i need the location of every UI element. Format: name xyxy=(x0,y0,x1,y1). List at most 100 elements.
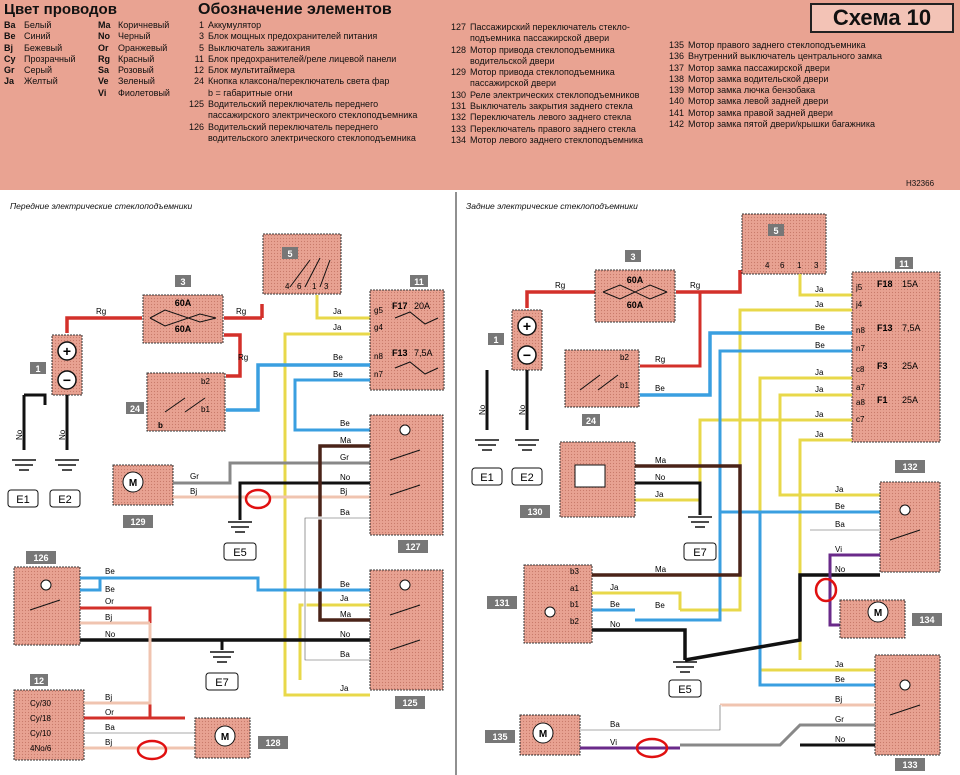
el2-key: 133 xyxy=(450,123,466,134)
pin131-b2: b2 xyxy=(570,617,579,626)
svg-text:Bj: Bj xyxy=(105,693,112,702)
r-fuse-f18-val: 15A xyxy=(902,279,918,289)
svg-text:No: No xyxy=(105,630,116,639)
svg-text:−: − xyxy=(63,372,71,388)
wc1-value: Белый xyxy=(24,20,52,30)
el2-row: водительской двери xyxy=(440,56,643,67)
ground-e1-label: E1 xyxy=(16,494,29,506)
pin5-1: 1 xyxy=(312,282,317,291)
right-panel-title: Задние электрические стеклоподъемники xyxy=(466,201,638,211)
el3-value: Мотор замка лючка бензобака xyxy=(688,85,816,96)
wc2-value: Фиолетовый xyxy=(118,87,170,98)
svg-text:Ba: Ba xyxy=(105,723,115,732)
ground-e5-icon xyxy=(228,521,252,533)
el2-key: 128 xyxy=(450,44,466,55)
r-comp-label-130 xyxy=(520,505,550,518)
svg-text:Gr: Gr xyxy=(835,715,844,724)
wire-ma xyxy=(318,444,370,622)
fuse-block-3 xyxy=(142,294,224,344)
el2-key: 132 xyxy=(450,112,466,123)
r-ground-e7 xyxy=(683,542,717,561)
r-battery-plus-icon xyxy=(517,316,537,336)
pin131-b3: b3 xyxy=(570,567,579,576)
comp-label-1 xyxy=(30,362,46,374)
ground-e7-icon xyxy=(210,651,234,663)
wc2-key: Vi xyxy=(98,87,107,98)
r-pin5-6: 6 xyxy=(780,261,785,270)
wire-be-24 xyxy=(226,363,370,412)
wc1-value: Синий xyxy=(24,31,51,42)
ground-e2-icon xyxy=(55,459,79,471)
svg-text:Ja: Ja xyxy=(815,410,824,419)
svg-text:Be: Be xyxy=(610,600,620,609)
el1-value: Блок мощных предохранителей питания xyxy=(208,31,378,42)
svg-text:Ja: Ja xyxy=(610,583,619,592)
el1-key: 24 xyxy=(193,76,204,87)
wc2-key: Sa xyxy=(98,65,110,76)
r-ground-e7-icon xyxy=(688,516,712,528)
r-ground-e1-label: E1 xyxy=(480,472,493,484)
comp-label-5 xyxy=(282,247,298,259)
r-pin5-3: 3 xyxy=(814,261,819,270)
svg-text:Ja: Ja xyxy=(655,490,664,499)
el1-value: Водительский переключатель переднего xyxy=(208,99,379,110)
wc2-key: Ve xyxy=(98,76,109,87)
switch-126 xyxy=(13,566,81,646)
highlight-ellipse-2 xyxy=(136,739,168,761)
svg-text:Be: Be xyxy=(835,502,845,511)
wc2-key: Rg xyxy=(98,53,110,64)
r-ground-e5-label: E5 xyxy=(678,684,691,696)
r-pin11-a7: a7 xyxy=(856,383,865,392)
svg-text:Bj: Bj xyxy=(105,738,112,747)
r-fuse-60a-2: 60A xyxy=(627,300,644,310)
svg-text:Ja: Ja xyxy=(333,307,342,316)
r-fuse-box-11 xyxy=(851,271,941,443)
svg-text:Ma: Ma xyxy=(340,610,352,619)
r-fuse-60a-1: 60A xyxy=(627,275,644,285)
r-comp-label-130-text: 130 xyxy=(527,507,542,517)
r-fuse-f13: F13 xyxy=(877,323,893,333)
r-pin24-b1: b1 xyxy=(620,381,629,390)
fuse-60a-label-1: 60A xyxy=(175,298,192,308)
r-ground-e1-icon xyxy=(475,439,499,451)
svg-text:Ja: Ja xyxy=(815,368,824,377)
svg-text:No: No xyxy=(610,620,621,629)
svg-text:Ja: Ja xyxy=(835,485,844,494)
comp-label-24 xyxy=(126,402,144,414)
legend-panel: Цвет проводов Обозначение элементов Схем… xyxy=(0,0,960,190)
el1-key: 3 xyxy=(198,31,204,42)
el1-key: 5 xyxy=(198,42,204,53)
r-comp-label-11 xyxy=(895,257,913,269)
svg-text:No: No xyxy=(58,429,67,440)
r-pin11-a8: a8 xyxy=(856,398,865,407)
el3-key: 136 xyxy=(668,51,684,62)
el1-row: 3 Блок мощных предохранителей питания xyxy=(178,31,417,42)
wc1-value: Бежевый xyxy=(24,42,63,53)
svg-text:Ma: Ma xyxy=(340,436,352,445)
svg-text:Ba: Ba xyxy=(835,520,845,529)
el3-value: Мотор замка правой задней двери xyxy=(688,107,833,118)
wire-label-rg: Rg xyxy=(96,307,106,316)
pin11-n8: n8 xyxy=(374,352,383,361)
wire-ja-5 xyxy=(315,295,370,320)
el3-key: 142 xyxy=(668,119,684,130)
lamp-133-icon xyxy=(899,679,911,691)
svg-text:Be: Be xyxy=(333,353,343,362)
comp-label-5-text: 5 xyxy=(287,249,292,259)
svg-text:Bj: Bj xyxy=(835,695,842,704)
svg-text:Rg: Rg xyxy=(555,281,565,290)
pin131-a1: a1 xyxy=(570,584,579,593)
svg-text:Be: Be xyxy=(835,675,845,684)
el2-row: подъемника пассажирской двери xyxy=(440,33,643,44)
wc1-value: Желтый xyxy=(24,76,58,87)
wire-gr xyxy=(173,461,370,485)
r-comp-label-11-text: 11 xyxy=(899,259,909,269)
el3-key: 141 xyxy=(668,107,684,118)
r-ground-e2 xyxy=(511,467,543,486)
